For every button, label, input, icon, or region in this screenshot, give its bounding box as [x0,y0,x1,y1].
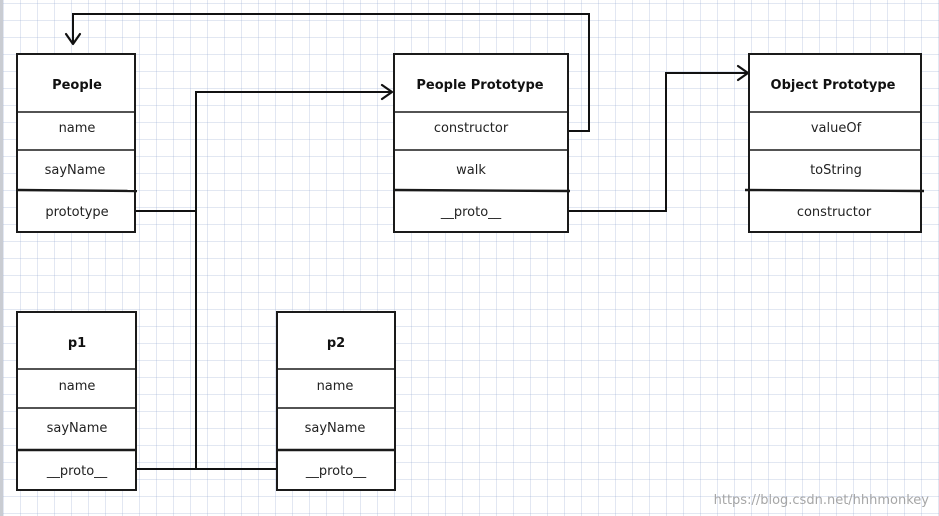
p2-row-sayname: sayName [305,421,366,436]
people-title: People [52,78,102,93]
connector-shared-trunk [195,91,392,469]
p2-row-name: name [317,379,354,394]
people-row-sayname: sayName [45,163,106,178]
arrow-head-people [64,32,82,46]
box-object-prototype: Object Prototype valueOf toString constr… [744,53,925,233]
window-left-edge [0,0,3,516]
p1-title: p1 [68,336,86,351]
people-prototype-row-walk: walk [456,163,486,178]
people-prototype-row-constructor: constructor [434,121,509,136]
object-prototype-row-constructor: constructor [797,205,872,220]
connector-proto-to-object [551,72,748,212]
connector-constructor-to-people [72,13,590,132]
people-prototype-row-proto: __proto__ [440,205,502,220]
people-row-prototype: prototype [45,205,108,220]
object-prototype-title: Object Prototype [771,78,896,93]
p1-row-sayname: sayName [47,421,108,436]
people-prototype-title: People Prototype [416,78,543,93]
watermark-url: https://blog.csdn.net/hhhmonkey [713,493,929,508]
box-people: People name sayName prototype [16,53,138,233]
box-people-prototype: People Prototype constructor walk __prot… [393,53,571,233]
p1-row-proto: __proto__ [46,464,108,479]
box-p1: p1 name sayName __proto__ [16,311,137,491]
box-p2: p2 name sayName __proto__ [276,311,396,491]
p1-row-name: name [59,379,96,394]
p2-row-proto: __proto__ [305,464,367,479]
people-row-name: name [59,121,96,136]
object-prototype-row-valueof: valueOf [811,121,862,136]
arrow-head-people-prototype [380,83,394,101]
object-prototype-row-tostring: toString [810,163,862,178]
p2-title: p2 [327,336,345,351]
